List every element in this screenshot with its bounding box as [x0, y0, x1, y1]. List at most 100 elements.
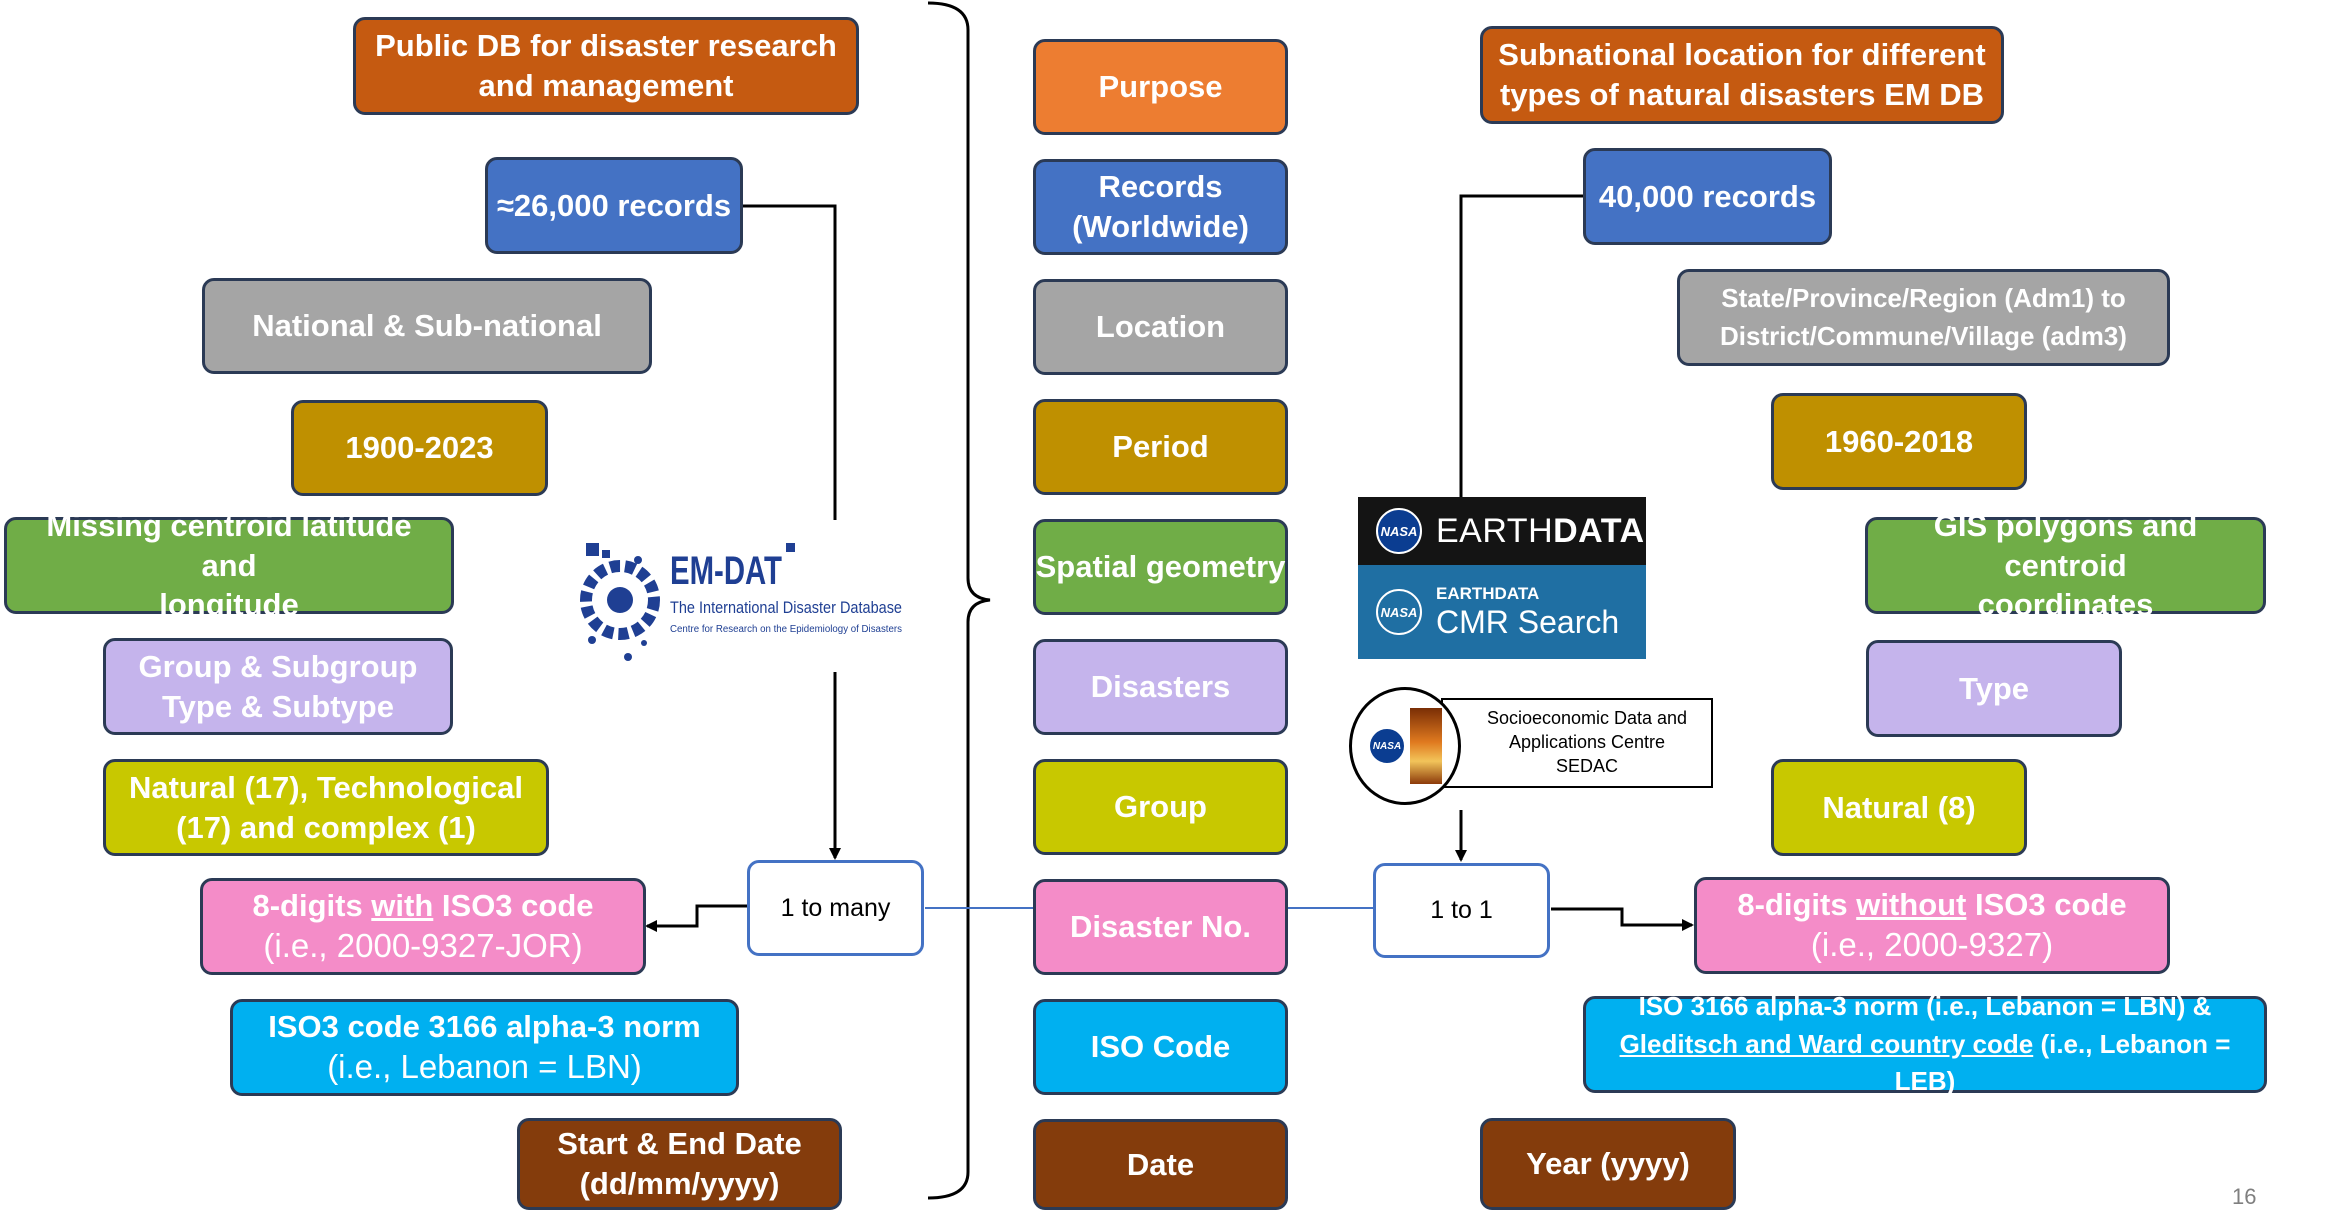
left-disno-line1: 8-digits with ISO3 code — [252, 886, 593, 926]
right-period: 1960-2018 — [1771, 393, 2027, 490]
left-date-line1: Start & End Date — [557, 1126, 802, 1162]
sedac-line1: Socioeconomic Data and — [1486, 708, 1688, 729]
right-iso-post: (i.e., Lebanon = LEB) — [1894, 1028, 2231, 1097]
emdat-subtitle: The International Disaster Database — [670, 598, 902, 617]
left-connector-arrow — [645, 904, 747, 932]
right-group-label: Natural (8) — [1822, 789, 1976, 825]
right-disno-example: (i.e., 2000-9327) — [1810, 926, 2054, 964]
left-records: ≈26,000 records — [485, 157, 743, 254]
right-location: State/Province/Region (Adm1) to District… — [1677, 269, 2170, 366]
earthdata-bold: DATA — [1553, 511, 1645, 550]
right-disno-underlined: without — [1856, 886, 1967, 922]
center-records-label: Records (Worldwide) — [1072, 169, 1249, 244]
left-relation-label: 1 to many — [780, 893, 891, 922]
right-spatial-line2: coordinates — [1977, 587, 2154, 623]
sedac-line2: Applications Centre — [1508, 732, 1666, 753]
left-period-label: 1900-2023 — [345, 430, 494, 466]
nasa-icon: NASA — [1376, 508, 1422, 554]
center-iso-code-label: ISO Code — [1090, 1029, 1231, 1065]
left-period: 1900-2023 — [291, 400, 548, 496]
center-spatial: Spatial geometry — [1033, 519, 1288, 615]
left-date-line2: (dd/mm/yyyy) — [579, 1166, 780, 1201]
center-iso-code: ISO Code — [1033, 999, 1288, 1095]
left-disasters-line1: Group & Subgroup — [138, 648, 418, 684]
center-disaster-no-label: Disaster No. — [1070, 909, 1251, 945]
left-records-label: ≈26,000 records — [496, 187, 732, 223]
left-disno-underlined: with — [371, 887, 434, 923]
earthdata-logo: NASA EARTHDATA NASA EARTHDATA CMR Search — [1358, 497, 1646, 659]
left-disasters: Group & Subgroup Type & Subtype — [103, 638, 453, 735]
sedac-nasa-label: NASA — [1372, 740, 1402, 752]
left-location: National & Sub-national — [202, 278, 652, 374]
earthdata-pre: EARTH — [1436, 511, 1554, 550]
left-spatial: Missing centroid latitude and longitude — [4, 508, 454, 622]
right-location-line2: District/Commune/Village (adm3) — [1720, 320, 2127, 351]
center-date: Date — [1033, 1119, 1288, 1210]
left-date: Start & End Date (dd/mm/yyyy) — [517, 1118, 842, 1210]
earthdata-wordmark: EARTHDATA — [1436, 512, 1645, 551]
left-relation-connector: 1 to many — [747, 860, 924, 956]
center-spatial-label: Spatial geometry — [1035, 549, 1286, 585]
left-disno-pre: 8-digits — [252, 887, 372, 923]
right-date-label: Year (yyyy) — [1526, 1146, 1690, 1182]
left-records-line — [740, 204, 837, 520]
page-number: 16 — [2232, 1184, 2257, 1209]
emdat-centre: Centre for Research on the Epidemiology … — [670, 624, 902, 635]
center-purpose: Purpose — [1033, 39, 1288, 135]
left-iso-line2: (i.e., Lebanon = LBN) — [327, 1048, 642, 1086]
left-purpose-line1: Public DB for disaster research — [375, 28, 837, 64]
left-purpose: Public DB for disaster research and mana… — [353, 17, 859, 115]
left-location-label: National & Sub-national — [252, 308, 602, 344]
left-brace — [927, 1, 991, 1200]
right-purpose: Subnational location for different types… — [1480, 26, 2004, 124]
right-records-line — [1459, 194, 1583, 497]
cmr-search-wordmark: EARTHDATA CMR Search — [1436, 584, 1619, 641]
sedac-label-box: Socioeconomic Data and Applications Cent… — [1441, 698, 1713, 788]
center-disasters: Disasters — [1033, 639, 1288, 735]
emdat-title: EM-DAT — [670, 549, 782, 593]
center-date-label: Date — [1126, 1146, 1195, 1182]
right-iso-line1: ISO 3166 alpha-3 norm (i.e., Lebanon = L… — [1638, 990, 2212, 1021]
sedac-book-icon — [1410, 708, 1442, 784]
right-records-label: 40,000 records — [1598, 178, 1817, 214]
left-disno-post: ISO3 code — [433, 887, 594, 923]
sedac-emblem: NASA — [1349, 687, 1461, 805]
earthdata-banner: NASA EARTHDATA — [1358, 497, 1646, 565]
right-relation-connector: 1 to 1 — [1373, 863, 1550, 958]
center-location-label: Location — [1095, 309, 1226, 345]
left-spatial-line1: Missing centroid latitude and — [46, 508, 412, 583]
right-period-label: 1960-2018 — [1824, 423, 1974, 459]
left-disno-example: (i.e., 2000-9327-JOR) — [263, 927, 583, 965]
left-purpose-line2: and management — [478, 68, 734, 103]
nasa-outline-label: NASA — [1380, 604, 1418, 620]
right-relation-label: 1 to 1 — [1430, 896, 1493, 924]
left-disasters-line2: Type & Subtype — [162, 688, 394, 724]
center-disaster-no: Disaster No. — [1033, 879, 1288, 975]
right-spatial-line1: GIS polygons and centroid — [1933, 508, 2198, 583]
right-group: Natural (8) — [1771, 759, 2027, 856]
cmr-small: EARTHDATA — [1436, 583, 1540, 603]
sedac-line3: SEDAC — [1555, 755, 1618, 776]
right-records: 40,000 records — [1583, 148, 1832, 245]
center-period: Period — [1033, 399, 1288, 495]
cmr-search-banner: NASA EARTHDATA CMR Search — [1358, 565, 1646, 659]
emdat-ring-icon — [580, 543, 795, 661]
right-disasters-label: Type — [1958, 670, 2030, 706]
right-disasters: Type — [1866, 640, 2122, 737]
right-purpose-line2: types of natural disasters EM DB — [1499, 77, 1985, 112]
left-group-line1: Natural (17), Technological — [129, 769, 523, 805]
right-connector-arrow — [1551, 907, 1694, 931]
center-location: Location — [1033, 279, 1288, 375]
left-spatial-line2: longitude — [159, 587, 299, 623]
right-iso-underlined: Gleditsch and Ward country code — [1619, 1028, 2034, 1059]
right-disno-pre: 8-digits — [1737, 886, 1857, 922]
left-iso-line1: ISO3 code 3166 alpha-3 norm — [268, 1008, 701, 1044]
right-iso-code: ISO 3166 alpha-3 norm (i.e., Lebanon = L… — [1583, 991, 2267, 1096]
right-spatial: GIS polygons and centroid coordinates — [1865, 508, 2266, 622]
center-records: Records (Worldwide) — [1033, 159, 1288, 255]
nasa-outline-icon: NASA — [1376, 589, 1422, 635]
right-location-line1: State/Province/Region (Adm1) to — [1721, 282, 2126, 313]
right-date: Year (yyyy) — [1480, 1118, 1736, 1210]
right-purpose-line1: Subnational location for different — [1498, 37, 1986, 73]
emdat-logo: EM-DAT The International Disaster Databa… — [580, 543, 902, 661]
